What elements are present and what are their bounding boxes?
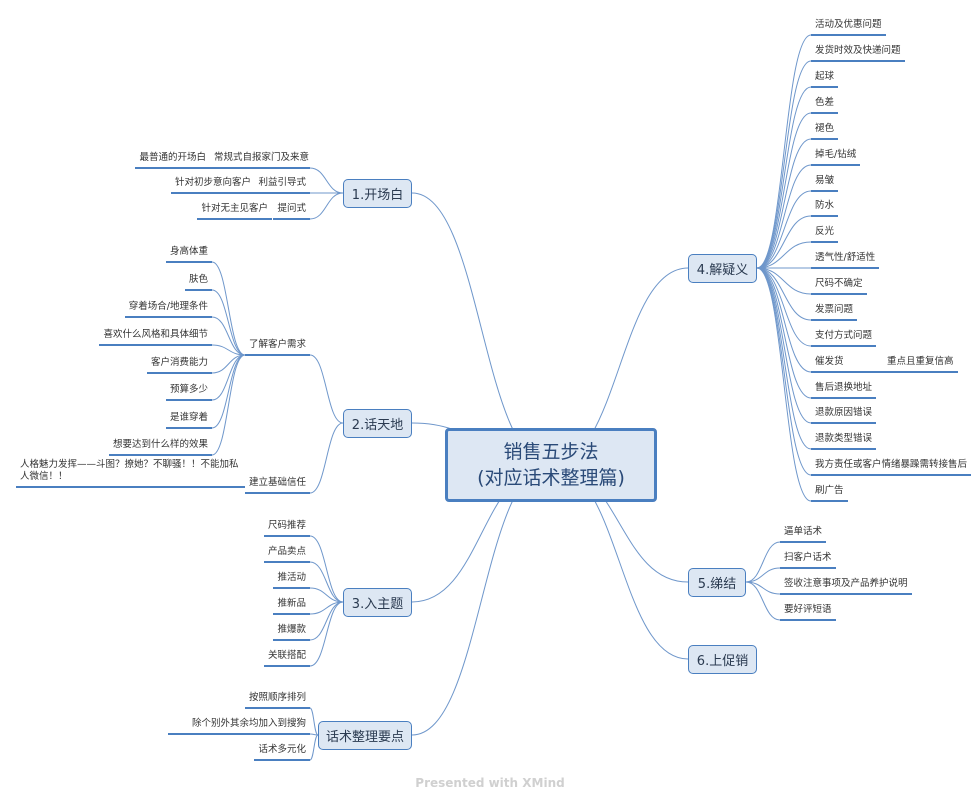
doubts-item[interactable]: 色差 [811,97,839,114]
closing-item[interactable]: 要好评短语 [780,604,836,621]
topic-resolve-doubts[interactable]: 4.解疑义 [688,254,757,283]
chat-trust-item[interactable]: 建立基础信任 [245,477,310,494]
doubts-item[interactable]: 退款类型错误 [811,433,877,450]
connector-line [756,138,812,269]
connector-line [411,464,552,736]
tips-item[interactable]: 除个别外其余均加入到搜狗 [168,718,310,735]
needs-detail[interactable]: 预算多少 [165,384,212,401]
connector-line [309,354,344,424]
closing-item[interactable]: 扫客户话术 [780,552,836,569]
doubts-item[interactable]: 发票问题 [811,304,858,321]
connector-line [211,354,246,429]
doubts-item[interactable]: 售后退换地址 [811,382,877,399]
connector-line [309,422,344,494]
topic-item[interactable]: 产品卖点 [263,546,310,563]
connector-line [211,261,246,356]
central-topic[interactable]: 销售五步法 (对应话术整理篇) [445,428,657,502]
doubts-item[interactable]: 起球 [811,71,839,88]
closing-item[interactable]: 逼单话术 [780,526,827,543]
doubts-item[interactable]: 刷广告 [811,485,848,502]
doubts-item[interactable]: 活动及优惠问题 [811,19,886,36]
connector-line [309,587,344,603]
trust-detail[interactable]: 人格魅力发挥——斗图？撩她？不聊骚！！不能加私人微信！！ [16,459,245,488]
connector-line [756,164,812,269]
doubts-item[interactable]: 我方责任或客户情绪暴躁需转接售后 [811,459,972,476]
connector-line [756,267,812,502]
opening-item[interactable]: 提问式 [273,203,310,220]
topic-promotion[interactable]: 6.上促销 [688,645,757,674]
doubts-item[interactable]: 防水 [811,200,839,217]
connector-line [211,316,246,356]
connector-line [756,215,812,269]
opening-item-detail[interactable]: 最普通的开场白 [135,152,210,169]
connector-line [309,192,344,220]
doubts-item[interactable]: 褪色 [811,123,839,140]
opening-item-detail[interactable]: 针对初步意向客户 [170,177,255,194]
connector-line [756,60,812,269]
topic-script-tips[interactable]: 话术整理要点 [318,721,412,750]
central-topic-title: 销售五步法 [503,441,599,463]
connector-line [211,354,246,456]
tips-item[interactable]: 按照顺序排列 [244,692,310,709]
doubts-item[interactable]: 掉毛/钻绒 [811,149,861,166]
topic-item[interactable]: 推爆款 [273,624,310,641]
connector-line [756,267,812,321]
connector-line [309,707,319,736]
connector-line [309,561,344,603]
opening-item[interactable]: 利益引导式 [254,177,310,194]
doubts-item-detail[interactable]: 重点且重复信高 [883,356,958,373]
doubts-item[interactable]: 支付方式问题 [811,330,877,347]
connector-line [309,535,344,603]
doubts-item[interactable]: 退款原因错误 [811,407,877,424]
topic-item[interactable]: 关联搭配 [263,650,310,667]
doubts-item[interactable]: 发货时效及快递问题 [811,45,905,62]
connector-line [745,567,781,583]
connector-line [756,267,812,450]
doubts-item[interactable]: 反光 [811,226,839,243]
chat-needs-item[interactable]: 了解客户需求 [245,339,310,356]
connector-line [309,167,344,194]
connector-line [211,289,246,356]
connector-line [756,112,812,269]
doubts-item[interactable]: 透气性/舒适性 [811,252,880,269]
topic-item[interactable]: 推新品 [273,598,310,615]
connector-line [756,190,812,269]
needs-detail[interactable]: 客户消费能力 [146,357,212,374]
topic-item[interactable]: 推活动 [273,572,310,589]
topic-chat[interactable]: 2.话天地 [343,409,412,438]
connector-line [211,344,246,356]
connector-line [756,267,812,399]
tips-item[interactable]: 话术多元化 [254,744,310,761]
connector-line [309,734,319,761]
doubts-item[interactable]: 催发货 [811,356,883,373]
doubts-item[interactable]: 易皱 [811,175,839,192]
topic-item[interactable]: 尺码推荐 [263,520,310,537]
connector-line [756,241,812,269]
topic-enter-subject[interactable]: 3.入主题 [343,588,412,617]
needs-detail[interactable]: 是谁穿着 [165,412,212,429]
needs-detail[interactable]: 肤色 [184,274,212,291]
connector-line [309,601,344,667]
connector-line [756,86,812,269]
topic-closing[interactable]: 5.绨结 [688,568,746,597]
needs-detail[interactable]: 穿着场合/地理条件 [124,301,212,318]
connector-line [756,267,812,476]
doubts-item[interactable]: 尺码不确定 [811,278,867,295]
connector-line [745,581,781,621]
needs-detail[interactable]: 喜欢什么风格和具体细节 [99,329,212,346]
opening-item-detail[interactable]: 针对无主见客户 [197,203,272,220]
closing-item[interactable]: 签收注意事项及产品养护说明 [780,578,912,595]
needs-detail[interactable]: 身高体重 [165,246,212,263]
connector-line [756,267,812,424]
central-topic-subtitle: (对应话术整理篇) [477,467,625,489]
topic-opening[interactable]: 1.开场白 [343,179,412,208]
needs-detail[interactable]: 想要达到什么样的效果 [108,439,212,456]
connector-line [745,541,781,583]
opening-item[interactable]: 常规式自报家门及来意 [210,152,310,169]
connector-line [756,34,812,269]
footer-credit: Presented with XMind [415,776,565,790]
